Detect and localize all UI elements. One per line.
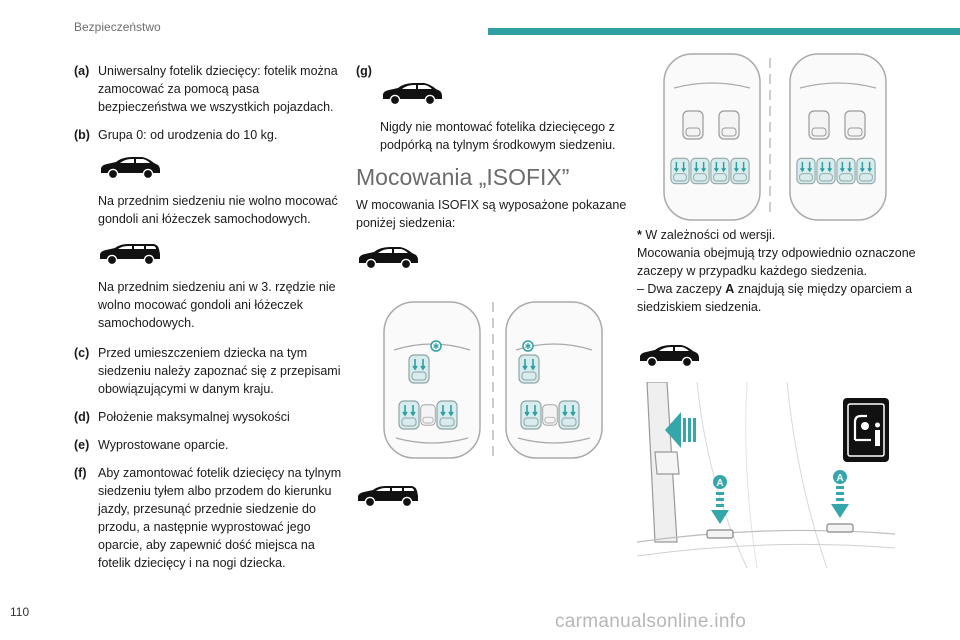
- item-b: (b) Grupa 0: od urodzenia do 10 kg.: [74, 126, 346, 144]
- item-e: (e) Wyprostowane oparcie.: [74, 436, 346, 454]
- item-g: (g): [356, 62, 628, 80]
- header-accent-bar: [488, 28, 960, 35]
- footnote-star: *: [637, 228, 642, 242]
- suv-car-icon: [356, 80, 628, 106]
- isofix-title: Mocowania „ISOFIX”: [356, 164, 570, 190]
- item-text: Grupa 0: od urodzenia do 10 kg.: [98, 128, 278, 142]
- item-label: (f): [74, 466, 87, 480]
- item-text: Położenie maksymalnej wysokości: [98, 410, 290, 424]
- middle-column: (g) Nigdy nie montować fotelika dziecięc…: [356, 62, 628, 270]
- item-label: (d): [74, 410, 90, 424]
- suv-car-icon: [637, 342, 701, 368]
- section-header: Bezpieczeństwo: [74, 20, 161, 34]
- item-a: (a) Uniwersalny fotelik dziecięcy: fotel…: [74, 62, 346, 116]
- item-text: Uniwersalny fotelik dziecięcy: fotelik m…: [98, 64, 338, 114]
- left-column: (a) Uniwersalny fotelik dziecięcy: fotel…: [74, 62, 346, 582]
- item-text: Aby zamontować fotelik dziecięcy na tyln…: [98, 466, 342, 570]
- down-arrow-left: [711, 492, 729, 524]
- footnote-text: W zależności od wersji.: [641, 228, 776, 242]
- dash-rest-text: znajdują się między oparciem a siedziski…: [637, 282, 913, 314]
- item-label: (c): [74, 346, 90, 360]
- item-label: (b): [74, 128, 90, 142]
- isofix-estate-diagram: [663, 53, 887, 221]
- estate-car-icon: [74, 240, 346, 266]
- anchor-a-right-badge: [833, 470, 847, 484]
- dash-text: – Dwa zaczepy: [637, 282, 726, 296]
- watermark: carmanualsonline.info: [555, 611, 747, 632]
- anchor-a-left-badge: [713, 475, 727, 489]
- suv-car-icon: [356, 244, 628, 270]
- item-f: (f) Aby zamontować fotelik dziecięcy na …: [74, 464, 346, 572]
- footnote: * W zależności od wersji.: [637, 226, 917, 244]
- item-c: (c) Przed umieszczeniem dziecka na tym s…: [74, 344, 346, 398]
- anchor-a-description: – Dwa zaczepy A znajdują się między opar…: [637, 280, 917, 316]
- left-arrow: [665, 412, 696, 448]
- g-note: Nigdy nie montować fotelika dziecięcego …: [380, 120, 616, 152]
- anchor-letter: A: [725, 282, 735, 296]
- down-arrow-right: [831, 486, 849, 518]
- isofix-anchors-illustration: A A: [637, 382, 895, 568]
- estate-car-icon: [356, 482, 420, 508]
- item-label: (a): [74, 64, 90, 78]
- suv-note: Na przednim siedzeniu nie wolno mocować …: [98, 194, 338, 226]
- item-d: (d) Położenie maksymalnej wysokości: [74, 408, 346, 426]
- suv-car-icon: [74, 154, 346, 180]
- isofix-label-icon: [843, 398, 889, 462]
- item-label: (e): [74, 438, 90, 452]
- anchor-a-left-label: A: [716, 478, 723, 489]
- anchor-a-right-label: A: [836, 473, 843, 484]
- page-number: 110: [10, 605, 30, 619]
- item-label: (g): [356, 64, 372, 78]
- estate-note: Na przednim siedzeniu ani w 3. rzędzie n…: [98, 280, 336, 330]
- item-text: Wyprostowane oparcie.: [98, 438, 229, 452]
- svg-text:✱: ✱: [433, 342, 440, 351]
- svg-text:✱: ✱: [525, 342, 532, 351]
- item-text: Przed umieszczeniem dziecka na tym siedz…: [98, 346, 341, 396]
- isofix-suv-diagram: ✱ ✱: [383, 301, 603, 462]
- right-column: * W zależności od wersji. Mocowania obej…: [637, 226, 917, 316]
- isofix-intro: W mocowania ISOFIX są wyposażone pokazan…: [356, 198, 627, 230]
- isofix-description: Mocowania obejmują trzy odpowiednio ozna…: [637, 246, 916, 278]
